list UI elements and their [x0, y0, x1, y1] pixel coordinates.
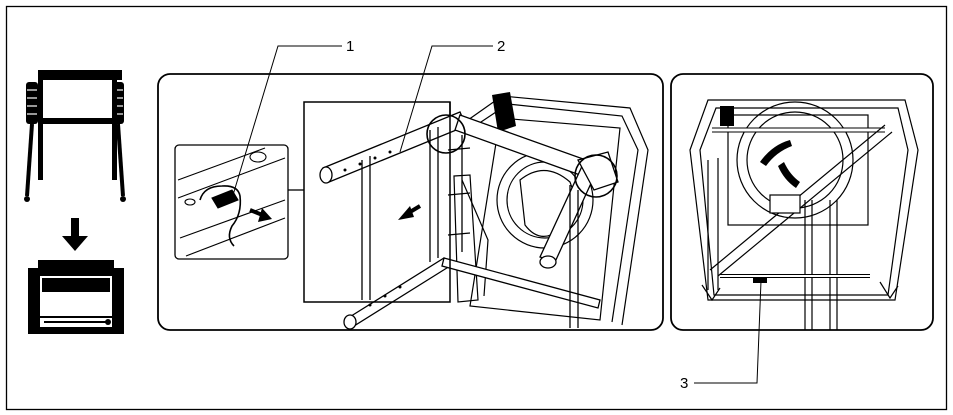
magnified-view-frame	[303, 101, 451, 303]
callout-3: 3	[680, 375, 688, 392]
callout-1-leader	[232, 45, 342, 196]
callout-2: 2	[497, 38, 505, 55]
right-panel	[670, 73, 934, 331]
down-arrow-icon	[62, 218, 88, 251]
right-arrow-icon	[249, 208, 272, 222]
treadmill-frame-folded-icon	[28, 260, 124, 334]
tube-holes	[343, 150, 402, 307]
callout-2-leader	[399, 45, 493, 153]
detail-circle-right	[574, 154, 618, 198]
callout-1: 1	[346, 38, 354, 55]
left-arrow-icon	[398, 204, 422, 220]
folded-frame-illustration	[689, 99, 919, 330]
middle-panel	[157, 73, 664, 331]
cover-block	[720, 106, 734, 126]
treadmill-frame-unfolded-icon	[24, 70, 126, 202]
latch-bar	[753, 277, 767, 283]
handle-cover	[492, 92, 516, 132]
inset-latch-illustration	[177, 147, 286, 257]
curved-arrows	[760, 140, 800, 188]
callout-3-leader	[694, 280, 762, 384]
frame-uprights	[361, 127, 579, 328]
detail-circle-left	[426, 114, 466, 154]
